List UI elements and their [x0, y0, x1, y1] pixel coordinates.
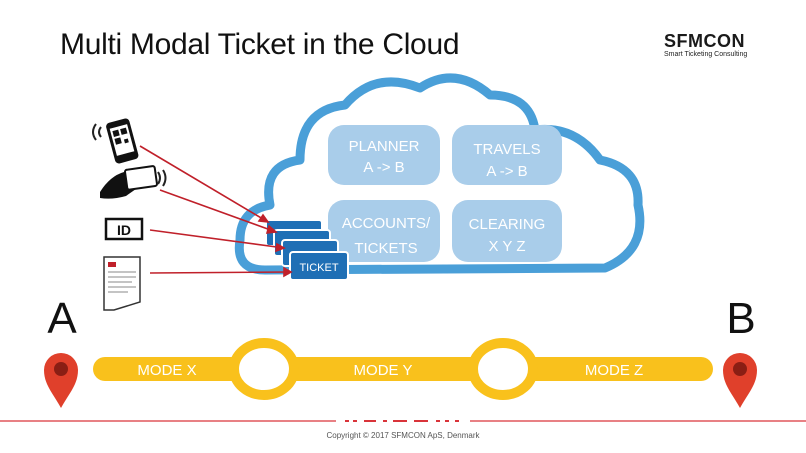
- mode-z-label: MODE Z: [585, 362, 643, 379]
- mode-y-label: MODE Y: [354, 362, 413, 379]
- logo-main-text: SFMCON: [664, 31, 745, 51]
- ticket-stack: TICKET: [265, 219, 349, 281]
- page-title: Multi Modal Ticket in the Cloud: [60, 28, 460, 61]
- endpoint-a-label: A: [47, 294, 77, 343]
- cloud-box-clearing: CLEARING X Y Z: [452, 200, 562, 262]
- paper-ticket-icon: [103, 256, 141, 311]
- accounts-line2: TICKETS: [354, 240, 417, 257]
- accounts-line1: ACCOUNTS/: [342, 215, 431, 232]
- location-pin-a-icon: [44, 353, 78, 408]
- planner-line1: PLANNER: [349, 138, 420, 155]
- footer-divider: [0, 420, 806, 422]
- clearing-line1: CLEARING: [469, 216, 546, 233]
- planner-line2: A -> B: [363, 159, 404, 176]
- input-arrows: [139, 145, 293, 278]
- contactless-card-icon: [100, 165, 167, 199]
- id-label: ID: [117, 222, 131, 238]
- clearing-line2: X Y Z: [489, 238, 526, 255]
- cloud-box-travels: TRAVELS A -> B: [452, 125, 562, 185]
- id-card-icon: ID: [104, 217, 144, 241]
- location-pin-b-icon: [723, 353, 757, 408]
- route-bar: MODE X MODE Y MODE Z: [93, 338, 713, 400]
- endpoint-b-label: B: [726, 294, 755, 343]
- travels-line1: TRAVELS: [473, 141, 540, 158]
- cloud-box-accounts: ACCOUNTS/ TICKETS: [328, 200, 440, 262]
- logo-sub-text: Smart Ticketing Consulting: [664, 51, 748, 58]
- mode-x-label: MODE X: [137, 362, 196, 379]
- travels-line2: A -> B: [486, 163, 527, 180]
- footer-copyright: Copyright © 2017 SFMCON ApS, Denmark: [326, 431, 480, 440]
- ticket-label: TICKET: [299, 262, 338, 274]
- mobile-phone-icon: [92, 118, 139, 164]
- sfmcon-logo: SFMCON Smart Ticketing Consulting: [664, 32, 747, 58]
- cloud-box-planner: PLANNER A -> B: [328, 125, 440, 185]
